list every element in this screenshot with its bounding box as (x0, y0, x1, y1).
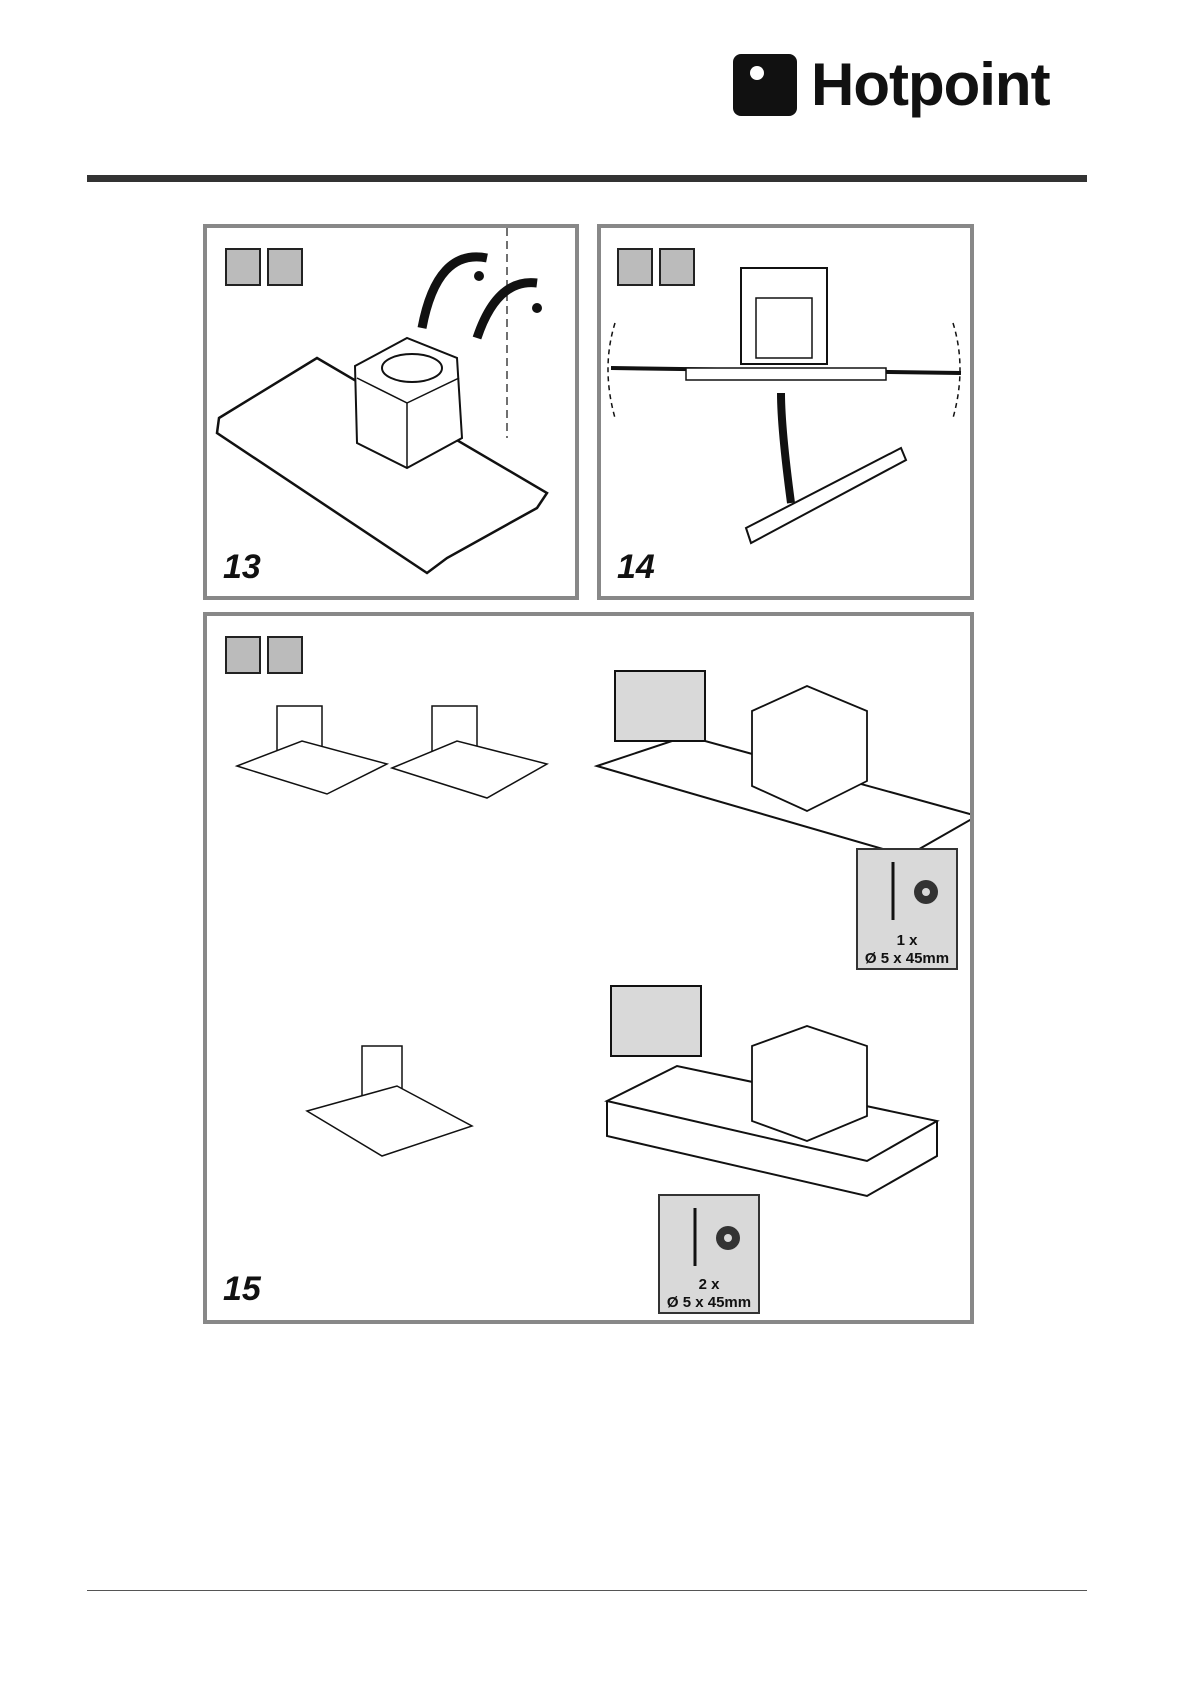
panel-14: 14 (597, 224, 974, 600)
screw-size: Ø 5 x 45mm (660, 1294, 758, 1312)
footer-rule (87, 1590, 1087, 1591)
panel-15: 1 x Ø 5 x 45mm 2 x Ø 5 x 45mm 15 (203, 612, 974, 1324)
brand-name: Hotpoint (811, 55, 1050, 115)
screw-qty: 2 x (660, 1276, 758, 1294)
step-number-15: 15 (223, 1270, 261, 1309)
screw-size: Ø 5 x 45mm (858, 950, 956, 968)
panel-14-illustration (601, 228, 970, 596)
panel-13-illustration (207, 228, 575, 596)
logo-mark (733, 54, 797, 116)
screw-callout-single: 1 x Ø 5 x 45mm (856, 848, 958, 970)
screw-callout-double: 2 x Ø 5 x 45mm (658, 1194, 760, 1314)
step-number-14: 14 (617, 548, 655, 587)
brand-logo: Hotpoint (733, 50, 1050, 120)
panel-13: 13 (203, 224, 579, 600)
step-number-13: 13 (223, 548, 261, 587)
header-rule (87, 175, 1087, 182)
screw-qty: 1 x (858, 932, 956, 950)
